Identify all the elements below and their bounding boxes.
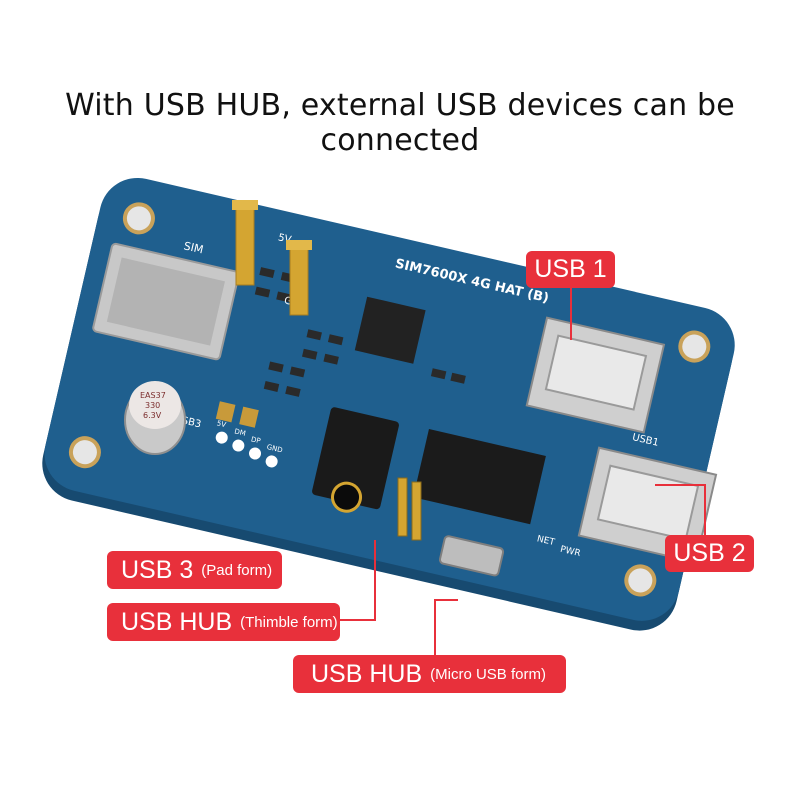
headline: With USB HUB, external USB devices can b… bbox=[65, 88, 735, 158]
callout-usb2-label: USB 2 bbox=[673, 539, 746, 567]
usb2-line bbox=[655, 484, 706, 535]
cap-text: EAS37 bbox=[140, 391, 166, 400]
pogo-pins bbox=[232, 200, 312, 316]
pad-label: DM bbox=[234, 427, 247, 437]
audio-jack-hole bbox=[331, 481, 363, 513]
callout-usb3-label: USB 3 bbox=[121, 555, 194, 584]
callout-usb2: USB 2 bbox=[665, 535, 754, 572]
micro-line bbox=[434, 599, 458, 655]
callout-hub-thimble: USB HUB (Thimble form) bbox=[107, 603, 340, 641]
callout-lines bbox=[340, 288, 706, 655]
callout-usb3: USB 3 (Pad form) bbox=[107, 551, 282, 589]
callout-hub-thimble-label: USB HUB bbox=[121, 607, 233, 636]
callout-hub-micro-label: USB HUB bbox=[311, 659, 423, 688]
callout-hub-micro: USB HUB (Micro USB form) bbox=[293, 655, 566, 693]
callout-usb1-label: USB 1 bbox=[534, 255, 607, 283]
smd-components bbox=[215, 267, 466, 428]
pad-label: GND bbox=[266, 443, 283, 454]
mount-hole bbox=[678, 330, 711, 363]
thimble-line bbox=[340, 540, 376, 621]
hat-board: SIM7600X 4G HAT (B) SIM 5V GND USB1 USB3… bbox=[42, 177, 735, 631]
usb-hub-chip bbox=[413, 428, 546, 525]
thimble-pins bbox=[397, 477, 422, 541]
usb3-pads bbox=[215, 431, 278, 468]
micro-usb-port bbox=[438, 535, 505, 577]
chip bbox=[354, 296, 426, 364]
callout-hub-micro-note: (Micro USB form) bbox=[430, 665, 546, 683]
cap-text: 330 bbox=[145, 401, 160, 410]
mount-hole bbox=[68, 436, 101, 469]
silk-sim: SIM bbox=[182, 239, 204, 256]
sim-slot-inner bbox=[106, 257, 225, 346]
silk-net: NET bbox=[536, 534, 556, 548]
capacitor: EAS37 330 6.3V bbox=[124, 381, 186, 455]
callout-usb3-note: (Pad form) bbox=[201, 561, 273, 579]
silk-pwr: PWR bbox=[559, 545, 581, 559]
mount-hole bbox=[624, 564, 657, 597]
pad-label: 5V bbox=[216, 419, 227, 429]
callout-hub-thimble-note: (Thimble form) bbox=[240, 613, 338, 631]
pad-label: DP bbox=[250, 435, 261, 445]
audio-jack bbox=[312, 407, 399, 510]
callout-usb1: USB 1 bbox=[526, 251, 615, 288]
cap-text: 6.3V bbox=[143, 411, 162, 420]
mount-hole bbox=[122, 202, 155, 235]
